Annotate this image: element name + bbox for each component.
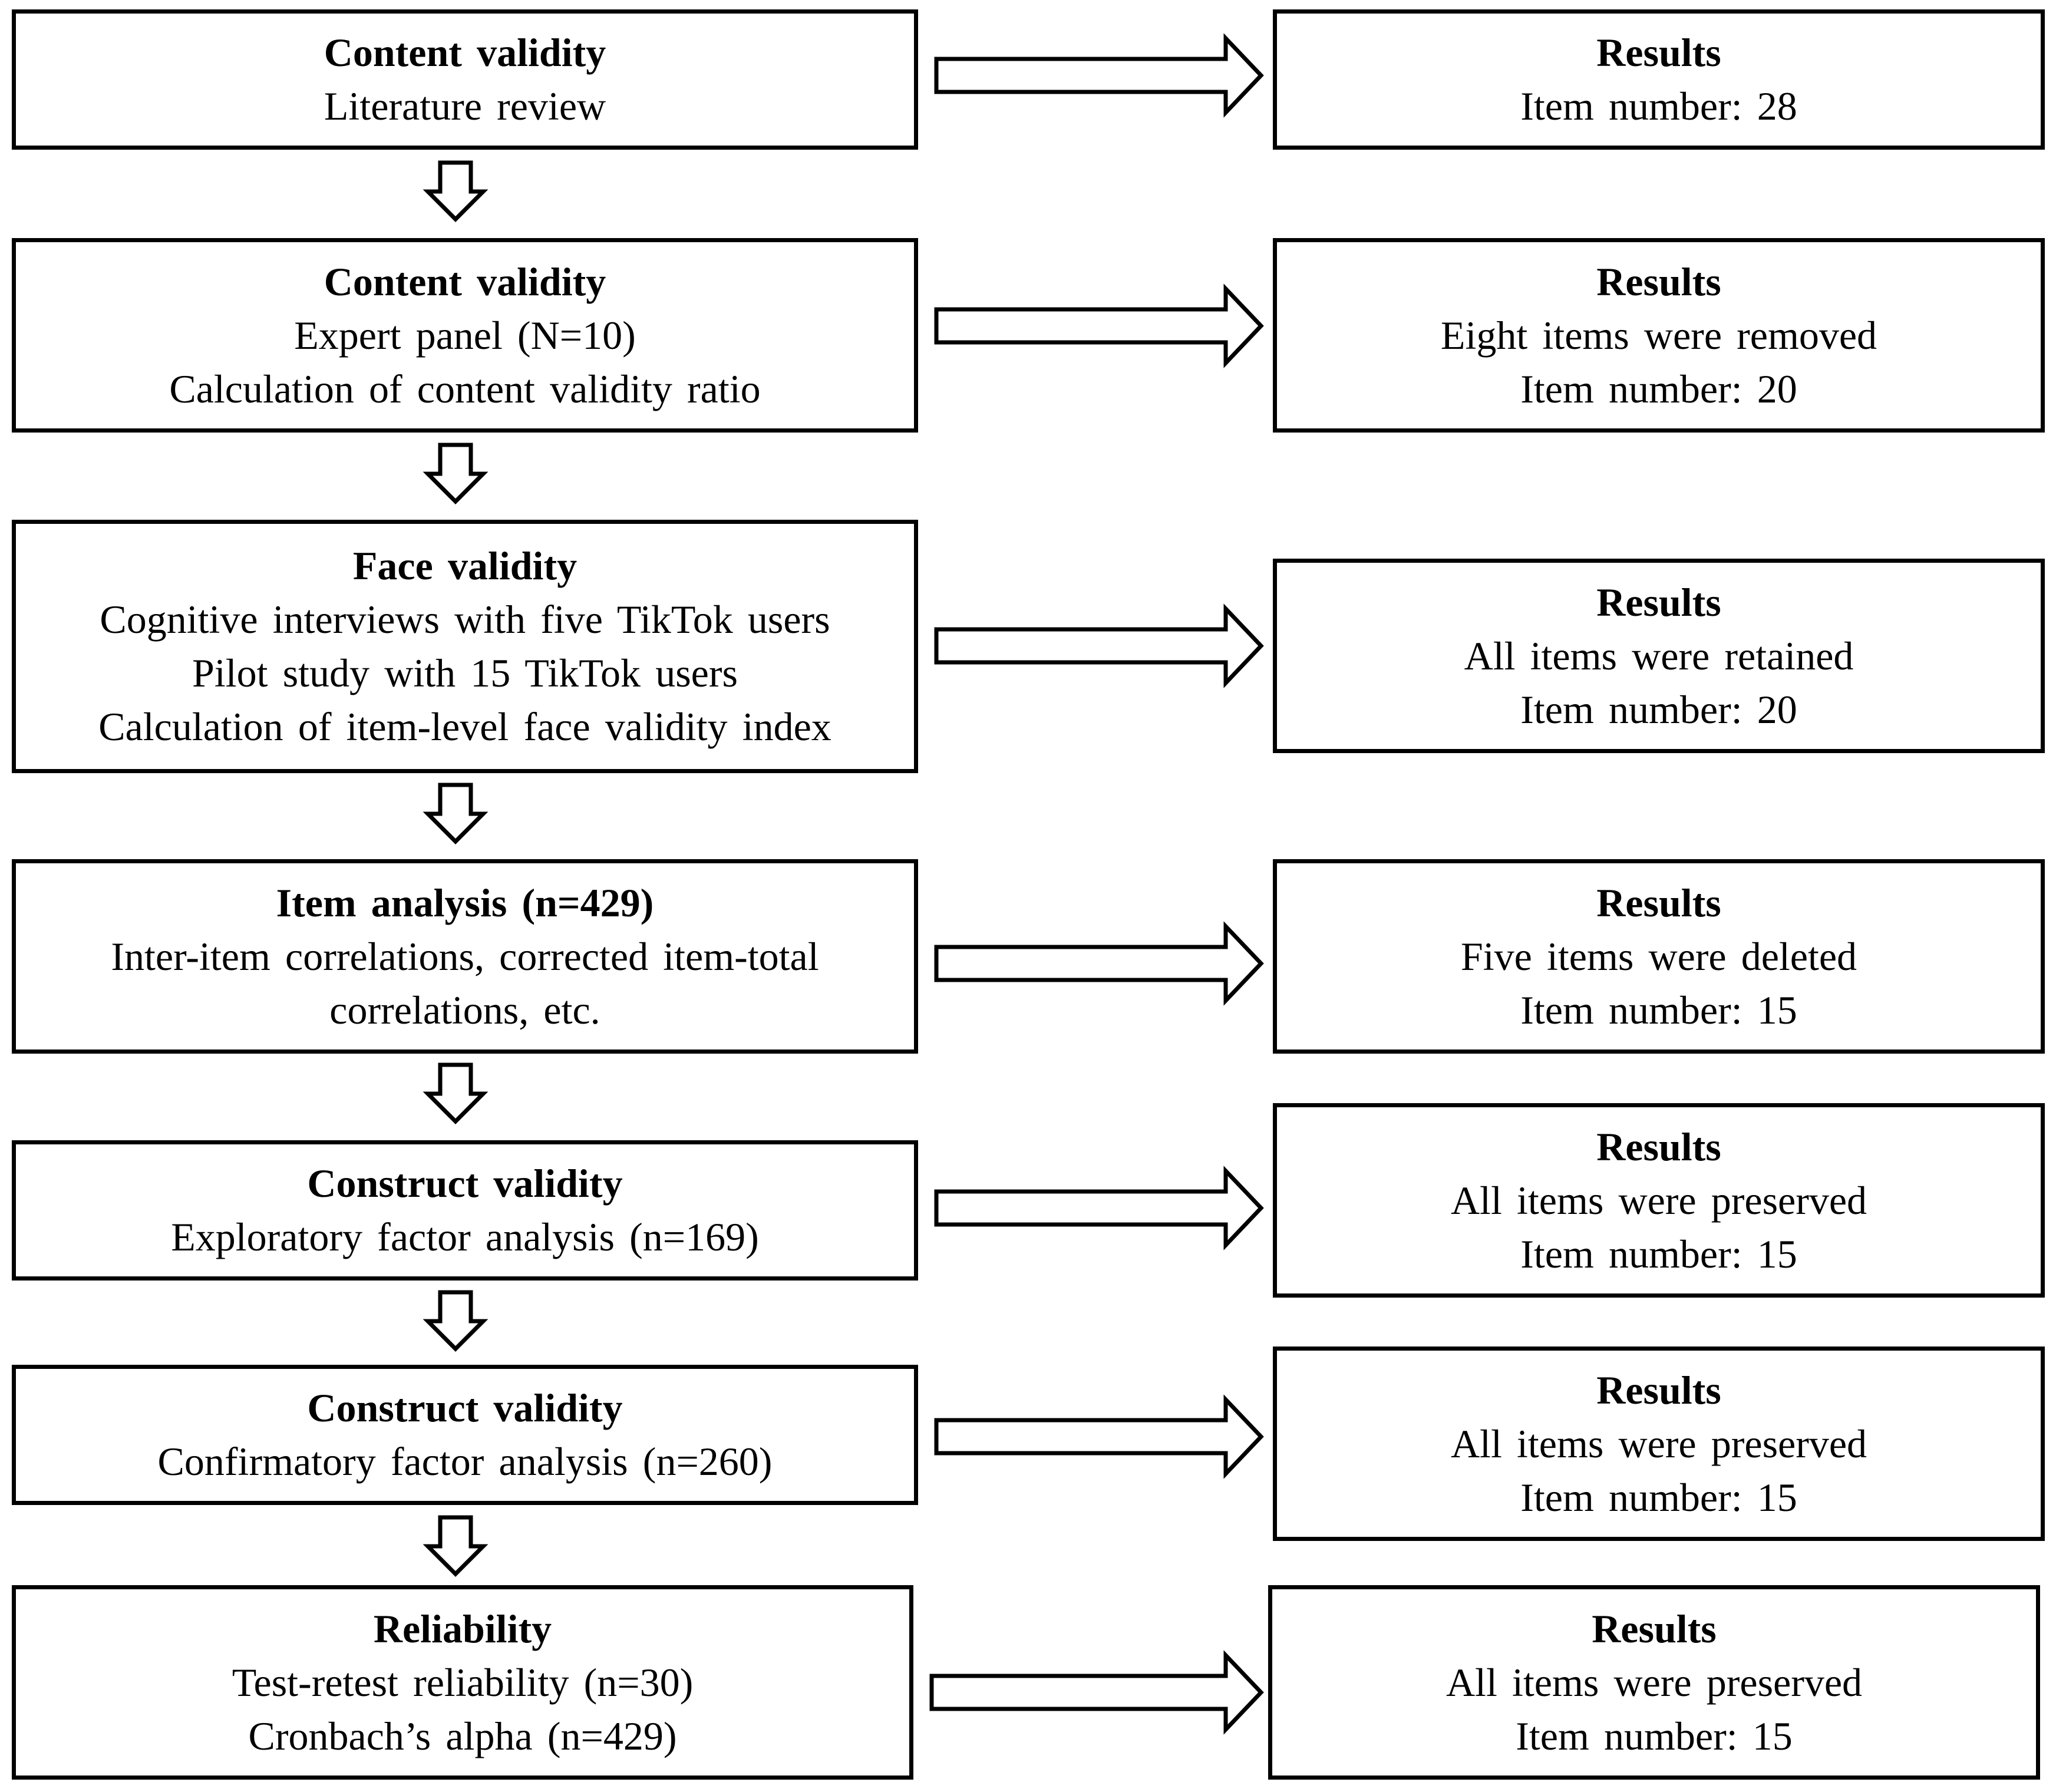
down-arrow	[423, 1290, 489, 1352]
step-title: Content validity	[324, 30, 606, 75]
result-title: Results	[1596, 579, 1721, 625]
step-text: Expert panel (N=10)	[294, 312, 636, 358]
step-box: Content validity Literature review	[12, 9, 918, 150]
step-text: Exploratory factor analysis (n=169)	[171, 1215, 759, 1259]
down-arrow	[423, 1515, 489, 1577]
step-text: Pilot study with 15 TikTok users	[192, 651, 738, 695]
step-title: Construct validity	[307, 1385, 623, 1430]
result-text: Item number: 15	[1516, 1713, 1793, 1758]
step-text: Cronbach’s alpha (n=429)	[248, 1713, 677, 1758]
result-title: Results	[1596, 1367, 1721, 1413]
result-text: Item number: 15	[1520, 1231, 1797, 1276]
step-box: Face validity Cognitive interviews with …	[12, 520, 918, 773]
step-text: Cognitive interviews with five TikTok us…	[100, 597, 830, 642]
step-text: Confirmatory factor analysis (n=260)	[157, 1439, 773, 1484]
step-title: Face validity	[352, 543, 577, 588]
step-box: Item analysis (n=429) Inter-item correla…	[12, 859, 918, 1054]
result-title: Results	[1596, 259, 1721, 304]
result-text: Item number: 20	[1520, 687, 1797, 732]
result-text: Item number: 15	[1520, 987, 1797, 1032]
down-arrow	[423, 443, 489, 504]
right-arrow	[934, 283, 1264, 368]
step-box: Reliability Test-retest reliability (n=3…	[12, 1585, 913, 1780]
step-box: Construct validity Confirmatory factor a…	[12, 1365, 918, 1505]
result-text: Five items were deleted	[1460, 933, 1857, 979]
right-arrow	[934, 33, 1264, 118]
step-text: Calculation of item-level face validity …	[98, 704, 831, 749]
right-arrow	[934, 1166, 1264, 1250]
step-title: Content validity	[324, 259, 606, 304]
step-text: Inter-item correlations, corrected item-…	[111, 933, 819, 979]
step-box: Content validity Expert panel (N=10) Cal…	[12, 238, 918, 433]
step-box: Construct validity Exploratory factor an…	[12, 1140, 918, 1281]
result-box: Results All items were preserved Item nu…	[1273, 1103, 2045, 1298]
result-box: Results Item number: 28	[1273, 9, 2045, 150]
step-title: Construct validity	[307, 1161, 623, 1206]
result-box: Results Five items were deleted Item num…	[1273, 859, 2045, 1054]
result-box: Results All items were retained Item num…	[1273, 559, 2045, 753]
result-title: Results	[1592, 1606, 1717, 1651]
step-text: Literature review	[324, 84, 606, 128]
result-text: All items were preserved	[1450, 1177, 1867, 1223]
result-text: All items were preserved	[1446, 1659, 1863, 1705]
step-text: Test-retest reliability (n=30)	[232, 1659, 694, 1705]
down-arrow	[423, 783, 489, 844]
result-text: Eight items were removed	[1440, 312, 1877, 358]
result-text: All items were retained	[1464, 633, 1854, 678]
result-text: Item number: 15	[1520, 1474, 1797, 1520]
right-arrow	[934, 1394, 1264, 1479]
result-box: Results Eight items were removed Item nu…	[1273, 238, 2045, 433]
result-title: Results	[1596, 1124, 1721, 1169]
step-title: Reliability	[373, 1606, 552, 1651]
result-title: Results	[1596, 880, 1721, 925]
step-title: Item analysis (n=429)	[276, 880, 654, 925]
step-text: correlations, etc.	[329, 987, 600, 1032]
result-text: Item number: 28	[1520, 84, 1797, 128]
result-text: Item number: 20	[1520, 366, 1797, 411]
right-arrow	[934, 603, 1264, 688]
result-box: Results All items were preserved Item nu…	[1268, 1585, 2040, 1780]
down-arrow	[423, 1062, 489, 1124]
result-text: All items were preserved	[1450, 1421, 1867, 1466]
result-box: Results All items were preserved Item nu…	[1273, 1347, 2045, 1541]
right-arrow	[929, 1650, 1264, 1735]
down-arrow	[423, 160, 489, 222]
right-arrow	[934, 921, 1264, 1006]
result-title: Results	[1596, 30, 1721, 75]
step-text: Calculation of content validity ratio	[169, 366, 761, 411]
